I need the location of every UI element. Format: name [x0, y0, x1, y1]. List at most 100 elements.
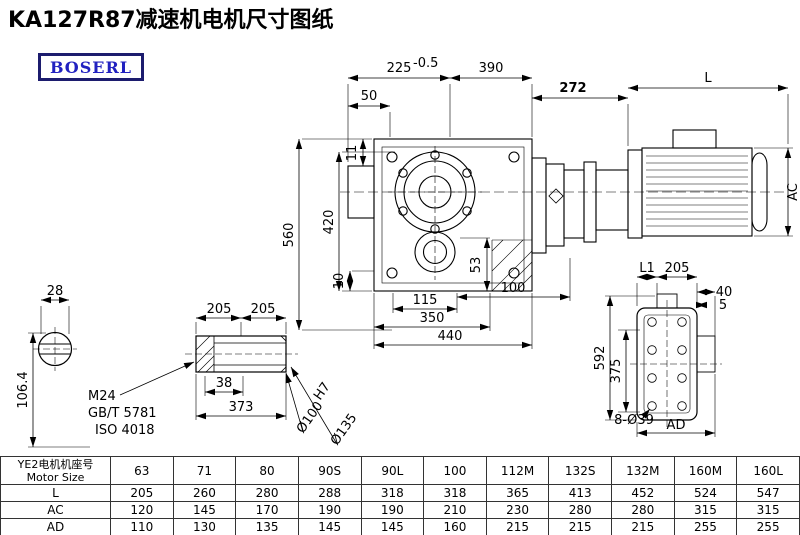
dim-5: 5: [719, 298, 727, 313]
table-cell: 145: [172, 501, 237, 519]
dim-10: 10: [332, 273, 347, 290]
column-header: 90S: [297, 456, 362, 485]
dim-AD: AD: [667, 418, 686, 433]
table-cell: 215: [485, 518, 550, 535]
table-cell: 215: [611, 518, 675, 535]
dimension-lines: [29, 74, 792, 447]
dim-205-rear: 205: [665, 261, 690, 276]
dim-375: 375: [609, 359, 624, 384]
table-row-AD: AD 110 130 135 145 145 160 215 215 215 2…: [0, 518, 800, 535]
column-header: 100: [423, 456, 487, 485]
technical-drawing: 225 -0.5 390 272 L 50 11 560 420 10 115 …: [16, 56, 800, 448]
dim-205-b: 205: [251, 302, 276, 317]
extension-lines: [28, 84, 793, 448]
dim-115: 115: [413, 293, 438, 308]
dim-L: L: [704, 71, 712, 86]
dim-AC: AC: [786, 183, 800, 201]
table-cell: 110: [110, 518, 174, 535]
column-header: 112M: [485, 456, 550, 485]
table-cell: 190: [297, 501, 362, 519]
dim-bore-diameter: Ø100 H7: [294, 380, 334, 437]
table-cell: 280: [611, 501, 675, 519]
table-cell: 255: [736, 518, 800, 535]
table-cell: 160: [423, 518, 487, 535]
dim-dia135: Ø135: [328, 411, 360, 448]
table-cell: 413: [548, 484, 612, 502]
motor-size-header: YE2电机机座号 Motor Size: [0, 456, 111, 485]
front-view: [340, 129, 786, 292]
column-header: 132S: [548, 456, 612, 485]
dim-40: 40: [716, 285, 733, 300]
dim-420: 420: [322, 210, 337, 235]
dim-L1: L1: [639, 261, 655, 276]
table-cell: 315: [673, 501, 738, 519]
motor-size-table: YE2电机机座号 Motor Size 63 71 80 90S 90L 100…: [0, 456, 800, 535]
table-cell: 230: [485, 501, 550, 519]
table-cell: 452: [611, 484, 675, 502]
column-header: 71: [172, 456, 237, 485]
dim-205-a: 205: [207, 302, 232, 317]
table-cell: 365: [485, 484, 550, 502]
dim-225-tolerance: -0.5: [413, 56, 438, 71]
table-cell: 547: [736, 484, 800, 502]
dim-440: 440: [438, 329, 463, 344]
shaft-section-view: [33, 327, 77, 371]
standard-gbt5781: GB/T 5781: [88, 406, 157, 421]
dim-350: 350: [420, 311, 445, 326]
column-header: 160L: [736, 456, 800, 485]
standard-iso4018: ISO 4018: [95, 423, 155, 438]
dim-hub-diameter: Ø135: [328, 411, 360, 448]
output-shaft-detail: [185, 335, 298, 373]
dim-50: 50: [361, 89, 378, 104]
table-row-L: L 205 260 280 288 318 318 365 413 452 52…: [0, 484, 800, 502]
table-cell: 280: [548, 501, 612, 519]
table-cell: 135: [235, 518, 299, 535]
table-cell: 145: [297, 518, 362, 535]
dim-560: 560: [282, 223, 297, 248]
table-row-AC: AC 120 145 170 190 190 210 230 280 280 3…: [0, 501, 800, 519]
table-cell: 260: [172, 484, 237, 502]
dim-11: 11: [345, 145, 360, 162]
dim-38: 38: [216, 376, 233, 391]
table-cell: 215: [548, 518, 612, 535]
page-title: KA127R87减速机电机尺寸图纸: [8, 8, 334, 33]
rear-view: [630, 293, 722, 428]
column-header: 63: [110, 456, 174, 485]
column-header: 90L: [360, 456, 425, 485]
brand-logo-text: BOSERL: [49, 57, 133, 77]
table-cell: 318: [423, 484, 487, 502]
dim-53: 53: [469, 257, 484, 274]
dim-106-4: 106.4: [16, 371, 31, 408]
table-cell: 524: [673, 484, 738, 502]
dimension-labels: 225 -0.5 390 272 L 50 11 560 420 10 115 …: [16, 56, 800, 448]
table-cell: 280: [235, 484, 299, 502]
motor-size-label-en: Motor Size: [26, 470, 85, 484]
dim-225: 225: [387, 61, 412, 76]
column-header: 80: [235, 456, 299, 485]
dim-390: 390: [479, 61, 504, 76]
table-cell: 190: [360, 501, 425, 519]
brand-logo: BOSERL: [38, 53, 144, 81]
table-cell: 130: [172, 518, 237, 535]
row-header: AD: [0, 518, 111, 535]
table-cell: 318: [360, 484, 425, 502]
dim-M24: M24: [88, 389, 116, 404]
dim-272: 272: [559, 81, 586, 96]
row-header: L: [0, 484, 111, 502]
dim-592: 592: [593, 346, 608, 371]
dim-100: 100: [501, 281, 526, 296]
dim-373: 373: [229, 400, 254, 415]
table-cell: 145: [360, 518, 425, 535]
motor-size-label-cn: YE2电机机座号: [17, 457, 94, 471]
table-cell: 255: [673, 518, 738, 535]
table-cell: 288: [297, 484, 362, 502]
table-cell: 170: [235, 501, 299, 519]
dim-8-dia39: 8-Ø39: [614, 413, 654, 428]
column-header: 132M: [611, 456, 675, 485]
column-header: 160M: [673, 456, 738, 485]
dim-28: 28: [47, 284, 64, 299]
row-header: AC: [0, 501, 111, 519]
table-cell: 315: [736, 501, 800, 519]
table-cell: 120: [110, 501, 174, 519]
table-cell: 210: [423, 501, 487, 519]
